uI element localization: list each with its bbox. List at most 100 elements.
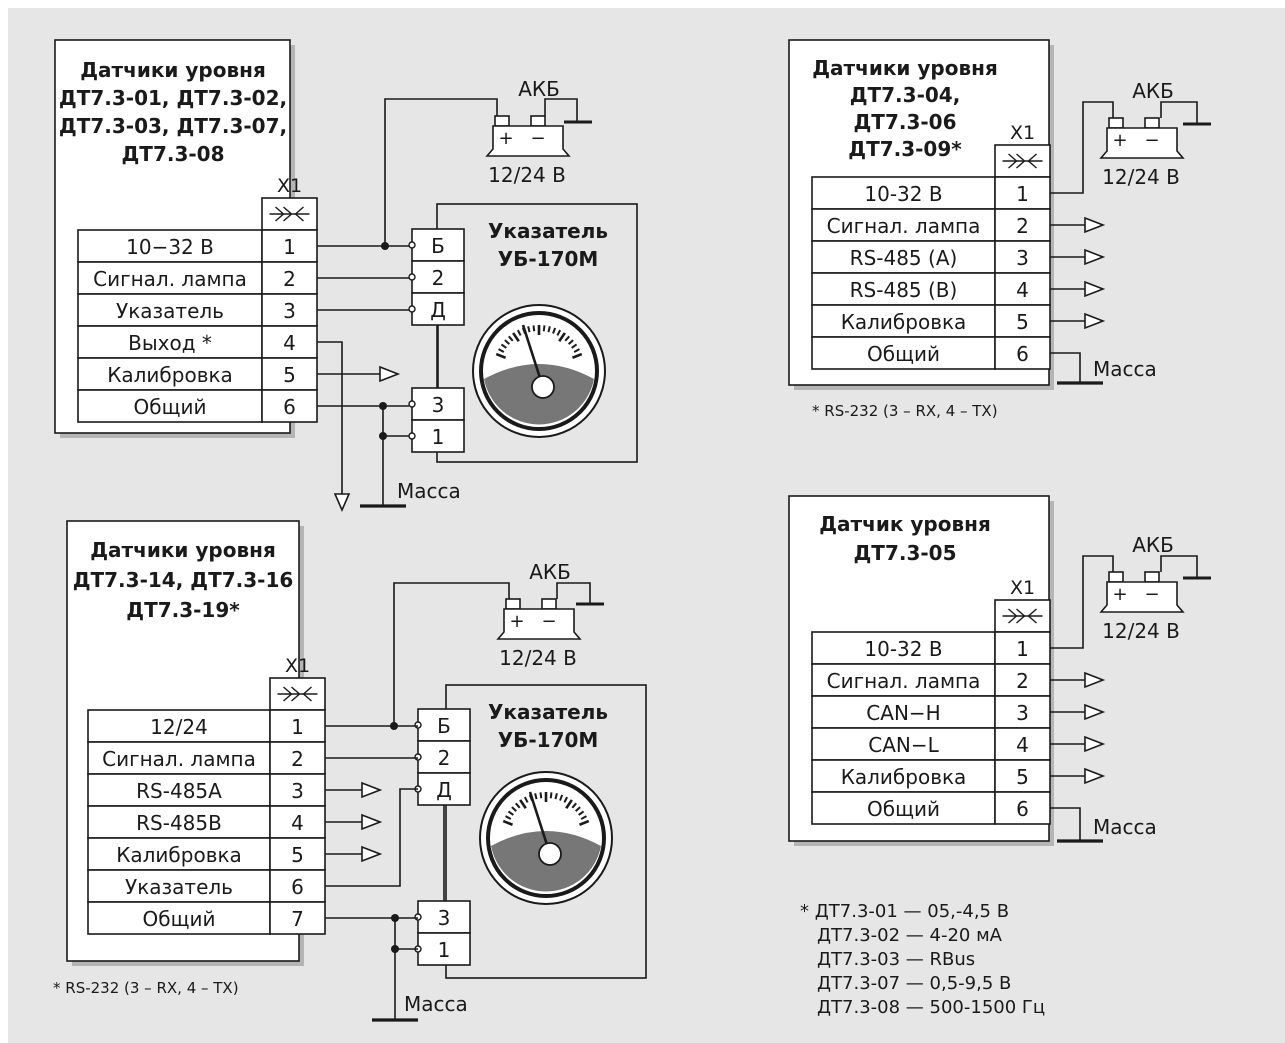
pin-number-cell — [261, 261, 318, 295]
legend-line: ДТ7.3-02 — 4-20 мА — [817, 925, 1003, 946]
wire — [1160, 101, 1198, 124]
pin-number: 6 — [1016, 342, 1029, 366]
indicator-body — [436, 203, 638, 463]
indicator-title-line: УБ-170М — [498, 728, 599, 752]
pin-label-cell — [811, 336, 996, 370]
pin-label-cell — [77, 389, 263, 423]
wire — [325, 788, 418, 887]
pin-number: 3 — [1016, 701, 1029, 725]
pin-number: 5 — [291, 843, 304, 867]
indicator-title-line: Указатель — [488, 219, 608, 243]
pin-label-cell — [811, 176, 996, 210]
gauge-needle — [521, 324, 543, 382]
pin-label-cell — [87, 805, 271, 839]
indicator-terminal-label: 3 — [438, 906, 451, 930]
battery-body-icon — [1099, 581, 1185, 613]
pin-number-cell — [994, 759, 1051, 793]
indicator-terminal — [411, 260, 465, 294]
gauge-tick — [573, 348, 580, 353]
pin-row: RS-485 (B)4 — [811, 272, 1051, 306]
pin-label-cell — [87, 869, 271, 903]
connector-chevron — [1027, 608, 1037, 624]
gauge-tick — [559, 794, 564, 801]
output-arrow-icon — [361, 781, 383, 799]
pin-number: 3 — [291, 779, 304, 803]
battery-terminal-plus — [1108, 117, 1124, 129]
gauge-needle — [528, 791, 550, 849]
sensor-title-line: Датчики уровня — [80, 58, 266, 82]
battery-akb: АКБ+−12/24 В — [1099, 79, 1185, 189]
pin-number-cell — [994, 336, 1051, 370]
terminal-ring — [414, 913, 422, 921]
battery-plus-sign: + — [509, 611, 524, 632]
pin-number-cell — [994, 791, 1051, 825]
pin-label: RS-485 (A) — [850, 246, 958, 270]
sensor-title-line: Датчики уровня — [90, 538, 276, 562]
indicator-terminal — [417, 932, 471, 966]
battery-akb: АКБ+−12/24 В — [485, 77, 571, 187]
indicator-terminal-label: Б — [437, 714, 451, 738]
pin-number: 3 — [1016, 246, 1029, 270]
output-arrow-icon — [1084, 671, 1106, 689]
gauge-tick — [578, 819, 590, 826]
pin-label-cell — [811, 727, 996, 761]
output-arrow-icon — [379, 365, 401, 383]
terminal-ring — [414, 721, 422, 729]
gauge-tick — [498, 348, 505, 353]
pin-number-cell — [994, 727, 1051, 761]
output-arrow-icon — [1084, 703, 1106, 721]
gauge-tick — [574, 806, 581, 812]
pin-number: 1 — [291, 715, 304, 739]
battery-voltage: 12/24 В — [499, 646, 577, 670]
pin-number: 2 — [291, 747, 304, 771]
battery-voltage: 12/24 В — [488, 163, 566, 187]
pin-number: 4 — [291, 811, 304, 835]
indicator-terminal-label: Д — [430, 298, 446, 322]
pin-row: RS-485 (A) 3 — [811, 240, 1051, 274]
pin-number-cell — [994, 304, 1051, 338]
output-arrow-icon — [1084, 767, 1106, 785]
connector-chevron — [294, 206, 304, 222]
pin-label-cell — [811, 791, 996, 825]
gauge-tick — [580, 815, 587, 820]
battery-label: АКБ — [1132, 79, 1174, 103]
output-arrow-icon — [1084, 248, 1106, 266]
pin-number-cell — [269, 805, 326, 839]
wire — [393, 582, 510, 726]
indicator-terminal-label: Д — [436, 778, 452, 802]
pin-number: 2 — [1016, 214, 1029, 238]
connector-symbol-icon — [1002, 153, 1043, 169]
battery-label: АКБ — [529, 560, 571, 584]
legend-line: * ДТ7.3-01 — 05,-4,5 В — [800, 901, 1009, 922]
output-arrow-icon — [1084, 280, 1106, 298]
pin-label-cell — [811, 272, 996, 306]
legend-line: ДТ7.3-03 — RBus — [817, 949, 975, 970]
sensor-title-line: ДТ7.3-04, — [850, 83, 961, 107]
pin-label: RS-485 (B) — [850, 278, 958, 302]
gauge-tick — [502, 819, 514, 826]
gauge-tick — [519, 799, 527, 809]
pin-label: Калибровка — [116, 843, 242, 867]
pin-number: 1 — [1016, 182, 1029, 206]
indicator-terminal-label: Б — [431, 234, 445, 258]
pin-number: 5 — [1016, 310, 1029, 334]
legend-line: ДТ7.3-07 — 0,5-9,5 В — [817, 973, 1011, 994]
battery-body-icon — [496, 608, 582, 640]
sensor-title-line: ДТ7.3-09* — [848, 137, 962, 161]
pin-label: CAN−H — [866, 701, 940, 725]
gauge-tick — [527, 326, 531, 333]
battery-minus-sign: − — [1144, 130, 1159, 151]
gauge-tick — [515, 802, 521, 809]
connector-chevron — [283, 206, 293, 222]
pin-row: Калибровка 5 — [87, 837, 326, 871]
